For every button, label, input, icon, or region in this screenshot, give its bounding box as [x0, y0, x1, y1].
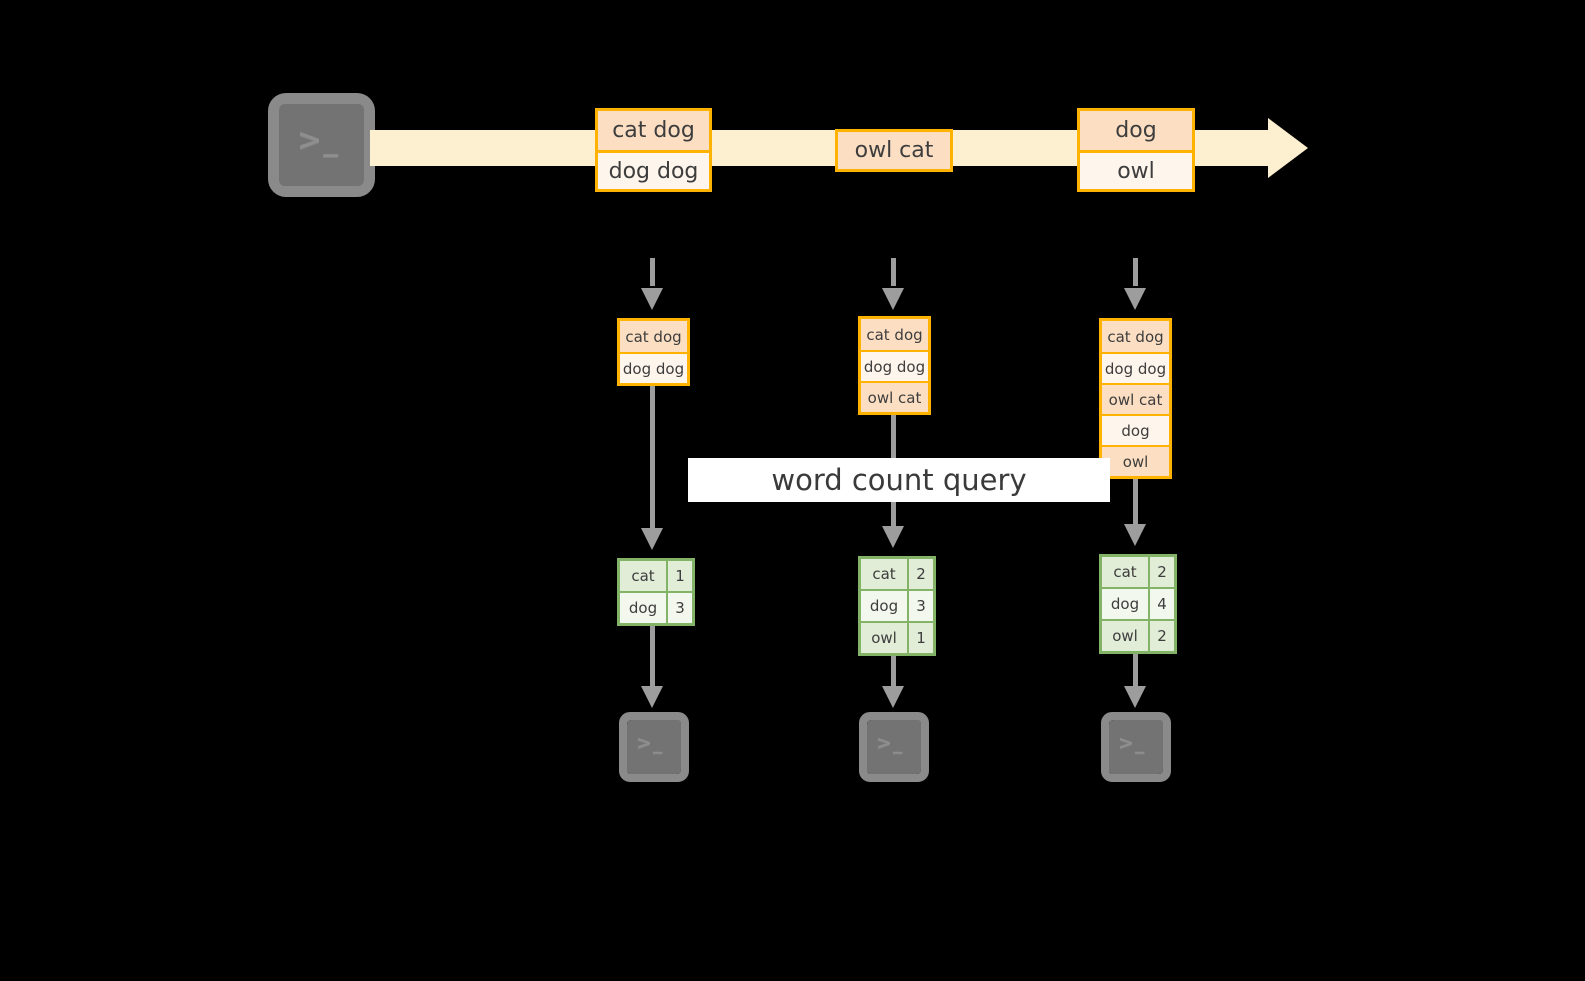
result-count: 1 [907, 623, 933, 653]
table-row: owl 2 [1102, 619, 1174, 651]
result-word: owl [861, 623, 907, 653]
state-stack-3: cat dog dog dog owl cat dog owl [1099, 318, 1172, 479]
state-line: dog dog [861, 350, 928, 381]
result-word: dog [1102, 589, 1148, 619]
terminal-prompt-glyph: >_ [636, 732, 664, 754]
state-line: owl [1102, 445, 1169, 476]
state-line: cat dog [861, 319, 928, 350]
result-word: cat [620, 561, 666, 591]
sink-line-3 [1133, 648, 1138, 690]
table-row: dog 3 [861, 589, 933, 621]
result-count: 1 [666, 561, 692, 591]
table-row: cat 1 [620, 561, 692, 591]
feed-dashed-line-1 [650, 258, 655, 286]
feed-dashed-line-3 [1133, 258, 1138, 286]
stream-event-batch-2: owl cat [835, 129, 953, 172]
feed-arrow-head-1 [641, 288, 663, 310]
result-count: 3 [907, 591, 933, 621]
state-line: cat dog [1102, 321, 1169, 352]
terminal-screen: >_ [1109, 720, 1163, 774]
query-label-banner: word count query [688, 458, 1110, 502]
stream-event-line: dog [1080, 111, 1192, 150]
terminal-prompt-glyph: >_ [1118, 732, 1146, 754]
state-line: owl cat [861, 381, 928, 412]
result-count: 4 [1148, 589, 1174, 619]
result-count: 2 [907, 559, 933, 589]
stream-event-line: owl cat [838, 132, 950, 169]
sink-terminal-icon-1: >_ [619, 712, 689, 782]
state-line: dog dog [1102, 352, 1169, 383]
stream-arrow-right-icon [1268, 118, 1308, 178]
state-line: cat dog [620, 321, 687, 352]
table-row: cat 2 [861, 559, 933, 589]
table-row: dog 4 [1102, 587, 1174, 619]
sink-arrow-head-2 [882, 686, 904, 708]
result-count: 2 [1148, 557, 1174, 587]
sink-arrow-head-1 [641, 686, 663, 708]
feed-dashed-line-2 [891, 258, 896, 286]
stream-event-line: dog dog [598, 150, 709, 189]
result-word: cat [1102, 557, 1148, 587]
stream-event-batch-1: cat dog dog dog [595, 108, 712, 192]
terminal-screen: >_ [867, 720, 921, 774]
result-word: dog [861, 591, 907, 621]
state-line: owl cat [1102, 383, 1169, 414]
query-arrow-head-2 [882, 526, 904, 548]
table-row: dog 3 [620, 591, 692, 623]
sink-line-2 [891, 650, 896, 690]
terminal-screen: >_ [279, 104, 364, 186]
table-row: owl 1 [861, 621, 933, 653]
query-line-1 [650, 382, 655, 534]
result-table-2: cat 2 dog 3 owl 1 [858, 556, 936, 656]
query-arrow-head-3 [1124, 524, 1146, 546]
query-label: word count query [771, 463, 1027, 497]
terminal-prompt-glyph: >_ [297, 123, 340, 158]
feed-arrow-head-2 [882, 288, 904, 310]
state-line: dog dog [620, 352, 687, 383]
sink-line-1 [650, 622, 655, 690]
feed-arrow-head-3 [1124, 288, 1146, 310]
state-stack-1: cat dog dog dog [617, 318, 690, 386]
result-count: 2 [1148, 621, 1174, 651]
query-arrow-head-1 [641, 528, 663, 550]
stream-event-line: cat dog [598, 111, 709, 150]
sink-terminal-icon-2: >_ [859, 712, 929, 782]
result-word: cat [861, 559, 907, 589]
table-row: cat 2 [1102, 557, 1174, 587]
sink-terminal-icon-3: >_ [1101, 712, 1171, 782]
sink-arrow-head-3 [1124, 686, 1146, 708]
stream-event-batch-3: dog owl [1077, 108, 1195, 192]
state-line: dog [1102, 414, 1169, 445]
result-table-1: cat 1 dog 3 [617, 558, 695, 626]
terminal-prompt-glyph: >_ [876, 732, 904, 754]
stream-event-line: owl [1080, 150, 1192, 189]
result-word: dog [620, 593, 666, 623]
query-line-3 [1133, 474, 1138, 532]
source-terminal-icon: >_ [268, 93, 375, 197]
result-count: 3 [666, 593, 692, 623]
result-word: owl [1102, 621, 1148, 651]
state-stack-2: cat dog dog dog owl cat [858, 316, 931, 415]
result-table-3: cat 2 dog 4 owl 2 [1099, 554, 1177, 654]
terminal-screen: >_ [627, 720, 681, 774]
